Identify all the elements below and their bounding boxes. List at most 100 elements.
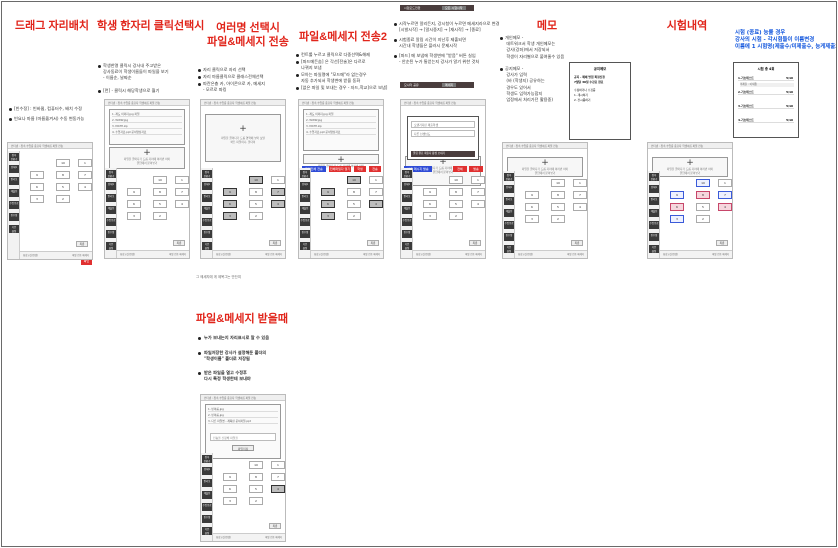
seat[interactable]: 9	[525, 191, 539, 199]
sidebar-button[interactable]: 기본 설정	[402, 242, 412, 250]
seat[interactable]: 2	[449, 212, 463, 220]
received-file-row[interactable]: 3. 다른 파일명 - 제목된 문서파일.ppt	[208, 419, 278, 424]
seat[interactable]: 10	[56, 159, 70, 167]
seat[interactable]: 6	[525, 203, 539, 211]
sidebar-button[interactable]: 제출전	[202, 491, 212, 499]
add-file-icon[interactable]: +	[541, 158, 549, 168]
sidebar-button[interactable]: 전체1	[402, 182, 412, 190]
seat[interactable]: 9	[223, 188, 237, 196]
seat[interactable]: 9	[30, 171, 44, 179]
seat[interactable]: 3	[321, 212, 335, 220]
sidebar-button[interactable]: 수업종료	[202, 503, 212, 511]
seat[interactable]: 3	[30, 195, 44, 203]
footer-right[interactable]: 파일 전송 메세지	[169, 253, 186, 256]
msg-mid-btn-right[interactable]: 메세지	[442, 82, 457, 87]
footer-left[interactable]: 화상교실(연결)	[663, 253, 679, 256]
final-button[interactable]: 최종	[269, 240, 281, 246]
sidebar-button[interactable]: 기본 설정	[504, 245, 514, 253]
seat[interactable]: 2	[551, 215, 565, 223]
seat[interactable]: 9	[423, 188, 437, 196]
send-button[interactable]: 전송	[369, 166, 381, 172]
seat[interactable]: 2	[153, 212, 167, 220]
seat[interactable]: 8	[56, 171, 70, 179]
seat[interactable]: 8	[249, 188, 263, 196]
file-drop-zone[interactable]: +파일을 끌어다가 드롭 자리에 여러번 아이 클립에서 붙여넣기	[303, 154, 379, 171]
open-all-button[interactable]: 전체파일다 열기	[329, 166, 351, 172]
seat[interactable]: 3	[223, 497, 237, 505]
footer-right[interactable]: 파일 전송 메세지	[465, 253, 482, 256]
seat[interactable]: 1	[271, 461, 285, 469]
sidebar-button[interactable]: 전체1	[9, 165, 19, 173]
seat[interactable]: 1	[271, 176, 285, 184]
sidebar-button[interactable]: 전체1	[202, 182, 212, 190]
file-drop-zone[interactable]: +파일을 끌어다가 드롭 자리에 여러번 아이 클립에서 붙여넣기	[507, 157, 583, 177]
seat[interactable]: 10	[449, 176, 463, 184]
seat[interactable]: 4	[369, 200, 383, 208]
seat[interactable]: 6	[223, 200, 237, 208]
sidebar-button[interactable]: 기본 설정	[649, 245, 659, 253]
sidebar-button[interactable]: 빈수정	[202, 230, 212, 238]
sidebar-button[interactable]: 알리오	[9, 177, 19, 185]
sidebar-button[interactable]: 빈수정	[649, 233, 659, 241]
footer-left[interactable]: 화상교실(연결)	[314, 253, 330, 256]
file-list-row[interactable]: 1. 제도 이미지.jpg 파일	[306, 112, 376, 117]
seat[interactable]: 10	[696, 179, 710, 187]
sidebar-button[interactable]: 접속 전환기	[300, 170, 310, 178]
footer-left[interactable]: 화상교실(연결)	[216, 536, 232, 539]
sidebar-button[interactable]: 빈수정	[504, 233, 514, 241]
sidebar-button[interactable]: 빈수정	[9, 213, 19, 221]
seat[interactable]: 6	[223, 485, 237, 493]
sidebar-button[interactable]: 알리오	[300, 194, 310, 202]
sidebar-button[interactable]: 빈수정	[106, 230, 116, 238]
seat[interactable]: 9	[223, 473, 237, 481]
student-button[interactable]: 학생	[354, 166, 366, 172]
sidebar-button[interactable]: 제출전	[202, 206, 212, 214]
seat[interactable]: 4	[175, 200, 189, 208]
seat[interactable]: 3	[525, 215, 539, 223]
seat[interactable]: 8	[249, 473, 263, 481]
final-button[interactable]: 최종	[571, 240, 583, 246]
sidebar-button[interactable]: 접속 전환기	[9, 153, 19, 161]
seat[interactable]: 4	[271, 485, 285, 493]
sidebar-button[interactable]: 접속 전환기	[202, 455, 212, 463]
sidebar-button[interactable]: 기본 설정	[106, 242, 116, 250]
seat[interactable]: 1	[369, 176, 383, 184]
seat[interactable]: 3	[127, 212, 141, 220]
seat[interactable]: 10	[249, 461, 263, 469]
seat[interactable]: 10	[249, 176, 263, 184]
message-dialog-actions[interactable]: 알림 완료 제출다 활성 보내기	[411, 151, 475, 157]
msg-top-btn-left[interactable]: 시험모드전환	[404, 5, 421, 10]
seat[interactable]: 10	[153, 176, 167, 184]
sidebar-button[interactable]: 수업종료	[202, 218, 212, 226]
sidebar-button[interactable]: 수업종료	[504, 221, 514, 229]
seat[interactable]: 6	[321, 200, 335, 208]
file-list-row[interactable]: 4. 수업자료.ppt 문서영상자료	[112, 130, 182, 135]
message-all-button[interactable]: 전체	[453, 166, 467, 172]
message-send-button[interactable]: 발송	[469, 166, 483, 172]
seat[interactable]: 7	[78, 171, 92, 179]
footer-right[interactable]: 파일 전송 메세지	[712, 253, 729, 256]
sidebar-button[interactable]: 접속 전환기	[504, 173, 514, 181]
final-button[interactable]: 최종	[76, 241, 88, 247]
sidebar-button[interactable]: 접속 전환기	[106, 170, 116, 178]
file-list-row[interactable]: 3. MATH.zip	[306, 124, 376, 129]
seat[interactable]: 7	[369, 188, 383, 196]
seat[interactable]: 7	[271, 473, 285, 481]
sidebar-button[interactable]: 알리오	[402, 194, 412, 202]
sidebar-button[interactable]: 제출전	[106, 206, 116, 214]
final-button[interactable]: 최종	[716, 240, 728, 246]
seat[interactable]: 2	[249, 497, 263, 505]
seat[interactable]: 9	[321, 188, 335, 196]
add-file-icon[interactable]: +	[337, 155, 345, 165]
file-list-row[interactable]: 1. 제도 이미지.jpg 파일	[112, 112, 182, 117]
seat[interactable]: 7	[175, 188, 189, 196]
sidebar-button[interactable]: 전체1	[202, 467, 212, 475]
sidebar-button[interactable]: 알리오	[202, 194, 212, 202]
footer-left[interactable]: 화상교실(연결)	[518, 253, 534, 256]
footer-left[interactable]: 화상교실(연결)	[216, 253, 232, 256]
file-list-row[interactable]: 4. 수업자료.ppt 문서영상자료	[306, 130, 376, 135]
sidebar-button[interactable]: 전체1	[300, 182, 310, 190]
footer-left[interactable]: 화상교실(연결)	[120, 253, 136, 256]
